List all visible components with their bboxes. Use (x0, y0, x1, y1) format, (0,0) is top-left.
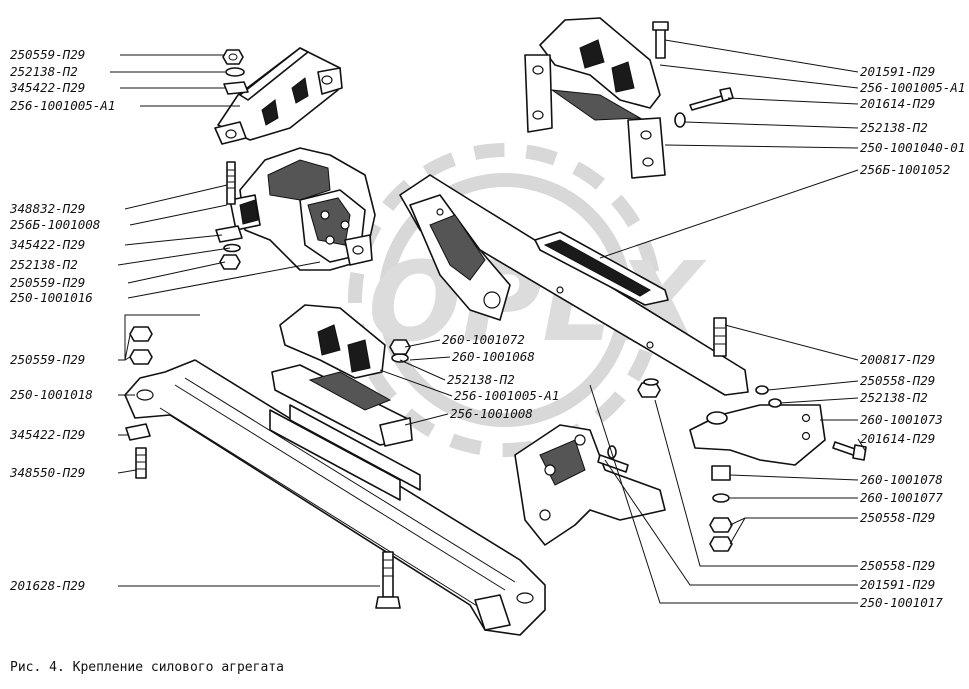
label-201591-p29-b: 201591-П29 (860, 577, 935, 592)
label-250559-p29: 250559-П29 (10, 47, 85, 62)
label-348832-p29: 348832-П29 (9, 201, 85, 216)
lower-crossmember (124, 359, 546, 636)
left-engine-support (229, 147, 376, 271)
figure-caption: Рис. 4. Крепление силового агрегата (10, 660, 284, 675)
label-345422-p29: 345422-П29 (9, 80, 85, 95)
label-252138-p2-c: 252138-П2 (447, 372, 515, 387)
label-252138-p2-b: 252138-П2 (10, 257, 78, 272)
lower-left-fasteners (125, 326, 153, 479)
central-rail-bracket (399, 174, 749, 396)
bottom-long-bolt (375, 551, 401, 609)
label-256-1001005-a1: 256-1001005-А1 (10, 98, 115, 113)
label-260-1001077: 260-1001077 (860, 490, 943, 505)
label-201591-p29: 201591-П29 (860, 64, 935, 79)
label-250558-p29-c: 250558-П29 (860, 558, 935, 573)
label-348550-p29: 348550-П29 (9, 465, 85, 480)
upper-left-mount-bracket (214, 47, 343, 145)
upper-right-fasteners (652, 21, 734, 128)
label-252138-p2: 252138-П2 (10, 64, 78, 79)
label-250559-p29-b: 250559-П29 (10, 275, 85, 290)
label-260-1001078: 260-1001078 (860, 472, 943, 487)
label-250-1001016: 250-1001016 (10, 290, 93, 305)
label-260-1001073: 260-1001073 (860, 412, 943, 427)
label-345422-p29-c: 345422-П29 (9, 427, 85, 442)
label-256-1001008: 256-1001008 (450, 406, 533, 421)
part-labels: 250559-П29 252138-П2 345422-П29 256-1001… (9, 47, 965, 610)
label-201628-p29: 201628-П29 (10, 578, 85, 593)
label-256-1001005-a1-c: 256-1001005-А1 (454, 388, 559, 403)
label-250559-p29-c: 250559-П29 (10, 352, 85, 367)
label-200817-p29: 200817-П29 (860, 352, 935, 367)
label-256b-1001052: 256Б-1001052 (860, 162, 950, 177)
label-260-1001068: 260-1001068 (452, 349, 535, 364)
label-252138-p2-r: 252138-П2 (860, 120, 928, 135)
label-250-1001040-01: 250-1001040-01 (860, 140, 965, 155)
label-252138-p2-r2: 252138-П2 (860, 390, 928, 405)
label-250558-p29-b: 250558-П29 (860, 510, 935, 525)
right-side-bracket (689, 404, 826, 466)
upper-right-mount-bracket (524, 17, 666, 179)
left-stud-stack (215, 161, 243, 270)
label-250558-p29: 250558-П29 (860, 373, 935, 388)
label-250-1001018: 250-1001018 (10, 387, 93, 402)
lower-center-bracket (514, 424, 666, 546)
label-345422-p29-b: 345422-П29 (9, 237, 85, 252)
middle-mount-bracket (271, 304, 413, 447)
label-256b-1001008: 256Б-1001008 (10, 217, 100, 232)
label-260-1001072: 260-1001072 (442, 332, 525, 347)
upper-left-nut-stack (222, 49, 249, 95)
label-250-1001017: 250-1001017 (860, 595, 943, 610)
right-fastener-stack (637, 317, 867, 552)
middle-washer (389, 339, 411, 363)
leader-lines (110, 39, 867, 604)
label-256-1001005-a1-r: 256-1001005-А1 (860, 80, 965, 95)
label-201614-p29-r2: 201614-П29 (860, 431, 935, 446)
label-201614-p29: 201614-П29 (860, 96, 935, 111)
